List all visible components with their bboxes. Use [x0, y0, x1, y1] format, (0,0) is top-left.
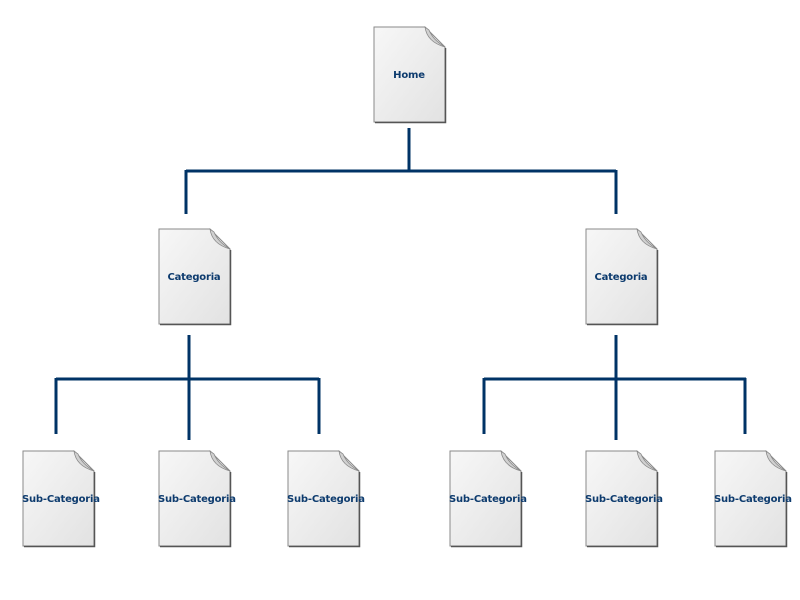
document-icon [714, 450, 788, 548]
page-node-subcategory: Sub-Categoria [22, 450, 100, 548]
document-icon [373, 26, 447, 124]
page-node-subcategory: Sub-Categoria [585, 450, 663, 548]
page-node-home: Home [373, 26, 447, 124]
connector-category-2 [482, 335, 747, 440]
page-node-subcategory: Sub-Categoria [714, 450, 792, 548]
document-icon [22, 450, 96, 548]
connector-root [184, 128, 618, 214]
node-label: Categoria [594, 272, 648, 283]
node-label: Sub-Categoria [22, 494, 100, 505]
connector-category-1 [54, 335, 321, 440]
page-node-category: Categoria [585, 228, 659, 326]
page-node-category: Categoria [158, 228, 232, 326]
page-node-subcategory: Sub-Categoria [287, 450, 365, 548]
node-label: Home [393, 70, 425, 81]
node-label: Sub-Categoria [449, 494, 527, 505]
document-icon [158, 450, 232, 548]
node-label: Sub-Categoria [714, 494, 792, 505]
node-label: Sub-Categoria [287, 494, 365, 505]
document-icon [585, 228, 659, 326]
node-label: Sub-Categoria [585, 494, 663, 505]
document-icon [287, 450, 361, 548]
page-node-subcategory: Sub-Categoria [158, 450, 236, 548]
document-icon [449, 450, 523, 548]
node-label: Categoria [167, 272, 221, 283]
page-node-subcategory: Sub-Categoria [449, 450, 527, 548]
document-icon [158, 228, 232, 326]
node-label: Sub-Categoria [158, 494, 236, 505]
document-icon [585, 450, 659, 548]
